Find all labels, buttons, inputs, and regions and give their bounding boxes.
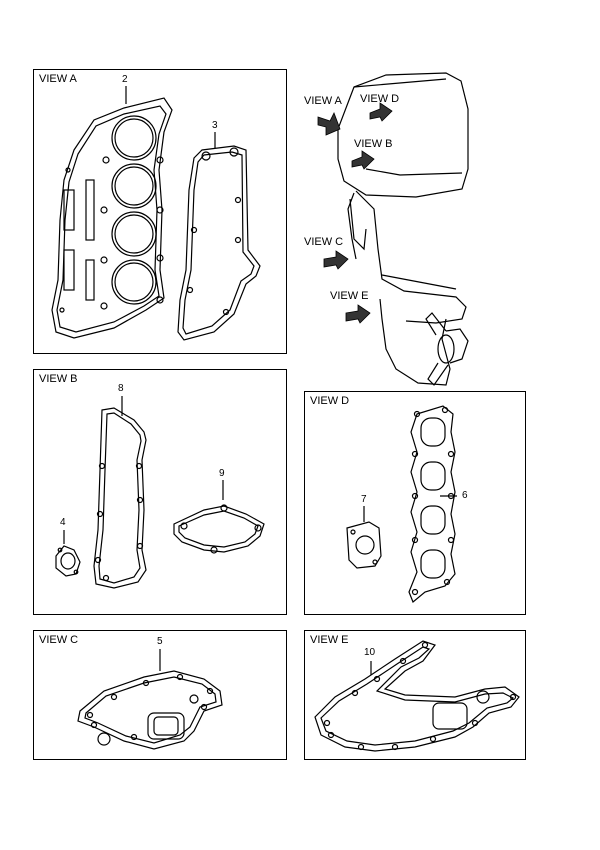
part-6-callout: 6 (462, 490, 468, 501)
bore-1 (111, 115, 157, 161)
view-a-panel: VIEW A 2 3 (33, 69, 287, 354)
view-a-drawing (51, 86, 261, 341)
view-e-drawing (314, 640, 520, 752)
part-3-callout: 3 (212, 120, 218, 131)
part-5-gasket (77, 670, 223, 750)
exhaust-cover-gasket (177, 145, 261, 341)
view-d-title: VIEW D (310, 395, 350, 407)
part-8-callout: 8 (118, 383, 124, 394)
part-10-gasket (314, 640, 520, 752)
part-2-callout: 2 (122, 74, 128, 85)
part-4-gasket (55, 545, 81, 577)
part-6-gasket (408, 405, 456, 603)
arrow-view-d (369, 102, 393, 122)
outboard-label-view-d: VIEW D (360, 93, 400, 105)
part-5-callout: 5 (157, 636, 163, 647)
view-a-title: VIEW A (39, 73, 77, 85)
view-d-drawing (346, 405, 457, 603)
outboard-label-view-e: VIEW E (330, 290, 369, 302)
part-9-callout: 9 (219, 468, 225, 479)
cylinder-head-gasket (51, 97, 173, 339)
view-e-panel: VIEW E 10 (304, 630, 526, 760)
part-9-gasket (173, 505, 265, 553)
view-b-title: VIEW B (39, 373, 78, 385)
bore-2 (111, 163, 157, 209)
view-c-panel: VIEW C 5 (33, 630, 287, 760)
view-b-drawing (55, 396, 265, 589)
view-b-panel: VIEW B 8 9 4 (33, 369, 287, 615)
arrow-view-c (323, 250, 349, 270)
arrow-view-a (317, 112, 341, 136)
view-e-title: VIEW E (310, 634, 349, 646)
view-d-panel: VIEW D 7 6 (304, 391, 526, 615)
outboard-label-view-c: VIEW C (304, 236, 344, 248)
arrow-view-e (345, 304, 371, 324)
part-4-callout: 4 (60, 517, 66, 528)
outboard-label-view-a: VIEW A (304, 95, 342, 107)
view-c-drawing (77, 649, 223, 750)
outboard-motor-area: VIEW A VIEW D VIEW B VIEW C VIEW E (296, 69, 526, 389)
bore-3 (111, 211, 157, 257)
bore-4 (111, 259, 157, 305)
part-7-gasket (346, 521, 382, 569)
view-c-title: VIEW C (39, 634, 79, 646)
part-7-callout: 7 (361, 494, 367, 505)
part-10-callout: 10 (364, 647, 376, 658)
arrow-view-b (351, 150, 375, 170)
outboard-label-view-b: VIEW B (354, 138, 393, 150)
part-8-gasket (93, 407, 147, 589)
outboard-motor-illustration (317, 72, 469, 386)
